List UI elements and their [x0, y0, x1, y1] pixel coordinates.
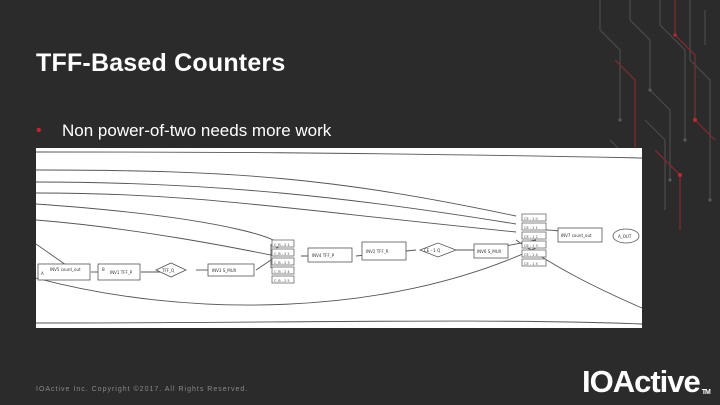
gate-1 [155, 262, 187, 278]
ce-mid-stack: C_B - 2 1 C_B - 2 2 C_B - 2 3 C_B - 2 4 … [271, 239, 295, 284]
block-1 [97, 263, 141, 281]
svg-text:C_B - 2 5: C_B - 2 5 [274, 279, 290, 283]
logo-text: IOActive [582, 364, 701, 399]
block-5 [37, 263, 91, 281]
ioactive-logo: IOActive TM [582, 364, 711, 400]
svg-text:INV5 count_out: INV5 count_out [50, 267, 81, 272]
svg-text:CE - 1 2: CE - 1 2 [524, 235, 538, 239]
svg-text:CE - 1 3: CE - 1 3 [524, 244, 538, 248]
svg-text:INV2 TFF_R: INV2 TFF_R [366, 249, 389, 254]
svg-text:CE - 1 4: CE - 1 4 [524, 253, 538, 257]
svg-text:A_OUT: A_OUT [618, 234, 632, 239]
svg-text:A: A [41, 271, 44, 276]
block-4 [307, 247, 353, 263]
slide-title: TFF-Based Counters [36, 49, 286, 77]
svg-text:INV1 TFF_P: INV1 TFF_P [110, 270, 133, 275]
bullet-text: Non power-of-two needs more work [62, 121, 332, 140]
logo-tm: TM [701, 389, 711, 396]
svg-text:C_B - 2 1: C_B - 2 1 [274, 243, 290, 247]
ce-top-stack: CE - 1 0 CE - 1 1 CE - 1 2 CE - 1 3 CE -… [521, 213, 547, 267]
svg-text:INV3 S_MUX: INV3 S_MUX [212, 268, 237, 273]
circuit-diagram: CE - 1 0 CE - 1 1 CE - 1 2 CE - 1 3 CE -… [36, 148, 642, 328]
block-6 [473, 243, 509, 259]
svg-text:INV6 S_MUX: INV6 S_MUX [477, 249, 502, 254]
svg-text:CE - 1 1: CE - 1 1 [524, 226, 538, 230]
svg-text:CE - 1 Q: CE - 1 Q [424, 248, 440, 253]
gate-2 [418, 242, 458, 258]
block-3 [207, 263, 255, 277]
svg-text:C_B - 2 4: C_B - 2 4 [274, 270, 290, 274]
svg-text:C_B - 2 3: C_B - 2 3 [274, 261, 290, 265]
out-node [612, 228, 640, 244]
bullet-item: • Non power-of-two needs more work [36, 121, 331, 141]
block-7 [557, 227, 603, 243]
svg-text:C_B - 2 2: C_B - 2 2 [274, 252, 290, 256]
block-2 [361, 241, 407, 261]
svg-text:INV7 count_out: INV7 count_out [561, 233, 592, 238]
svg-text:CE - 1 0: CE - 1 0 [524, 217, 538, 221]
svg-text:INV4 TFF_P: INV4 TFF_P [312, 253, 335, 258]
svg-text:TFF_Q: TFF_Q [161, 268, 174, 273]
bullet-icon: • [36, 122, 42, 139]
footer-copyright: IOActive Inc. Copyright ©2017. All Right… [36, 386, 249, 393]
svg-text:B: B [102, 267, 105, 272]
svg-text:CE - 1 5: CE - 1 5 [524, 262, 538, 266]
